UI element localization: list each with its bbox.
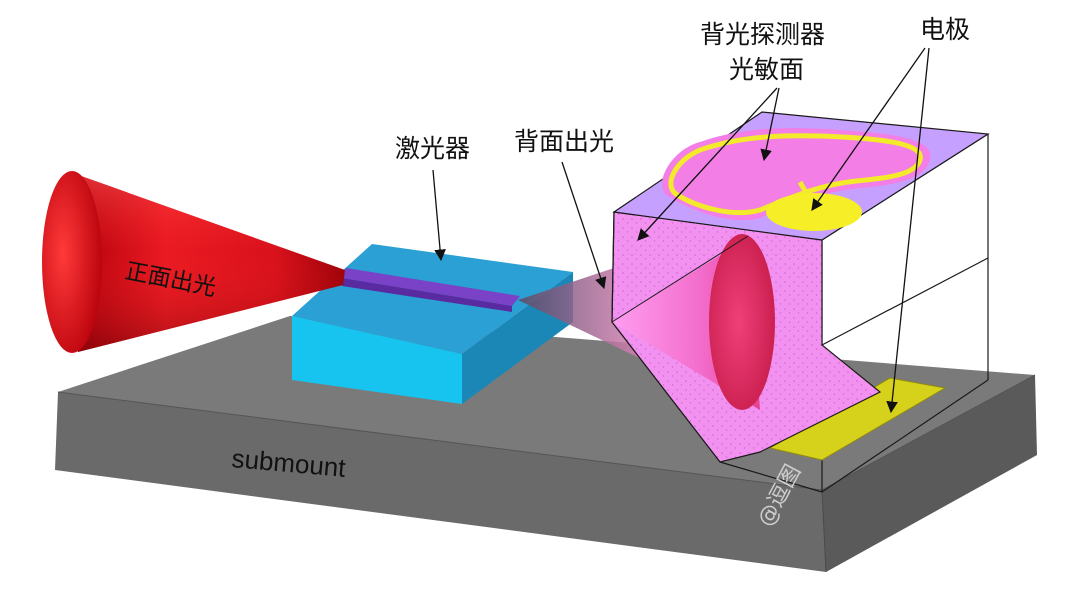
electrode-leader-round xyxy=(811,47,926,211)
detector-beam-spot xyxy=(709,234,775,410)
front-beam-aperture xyxy=(42,171,102,353)
laser-waveguide xyxy=(342,268,520,306)
detector-label-line1: 背光探测器 xyxy=(700,20,825,49)
leader-arrows xyxy=(432,47,930,414)
ring-electrode xyxy=(668,133,923,216)
back-emission-leader xyxy=(561,161,607,290)
detector-leader-top xyxy=(760,87,780,162)
electrode-leader-pad xyxy=(886,47,930,414)
submount-side-face xyxy=(822,375,1037,572)
round-electrode xyxy=(766,193,862,231)
submount-front-face xyxy=(55,392,826,572)
front-emission-beam xyxy=(42,171,345,353)
submount-block xyxy=(55,316,1037,573)
back-emission-label: 背面出光 xyxy=(514,127,614,156)
top-photosensitive-area xyxy=(662,128,931,221)
detector-label-line2: 光敏面 xyxy=(729,55,804,84)
detector-photosensitive-face xyxy=(611,211,882,463)
laser-label: 激光器 xyxy=(395,134,470,163)
detector-top-face xyxy=(612,111,990,241)
laser-chip-front xyxy=(292,316,462,404)
electrode-label: 电极 xyxy=(920,15,970,44)
detector-leader-face xyxy=(637,87,778,241)
laser-leader xyxy=(432,169,446,262)
